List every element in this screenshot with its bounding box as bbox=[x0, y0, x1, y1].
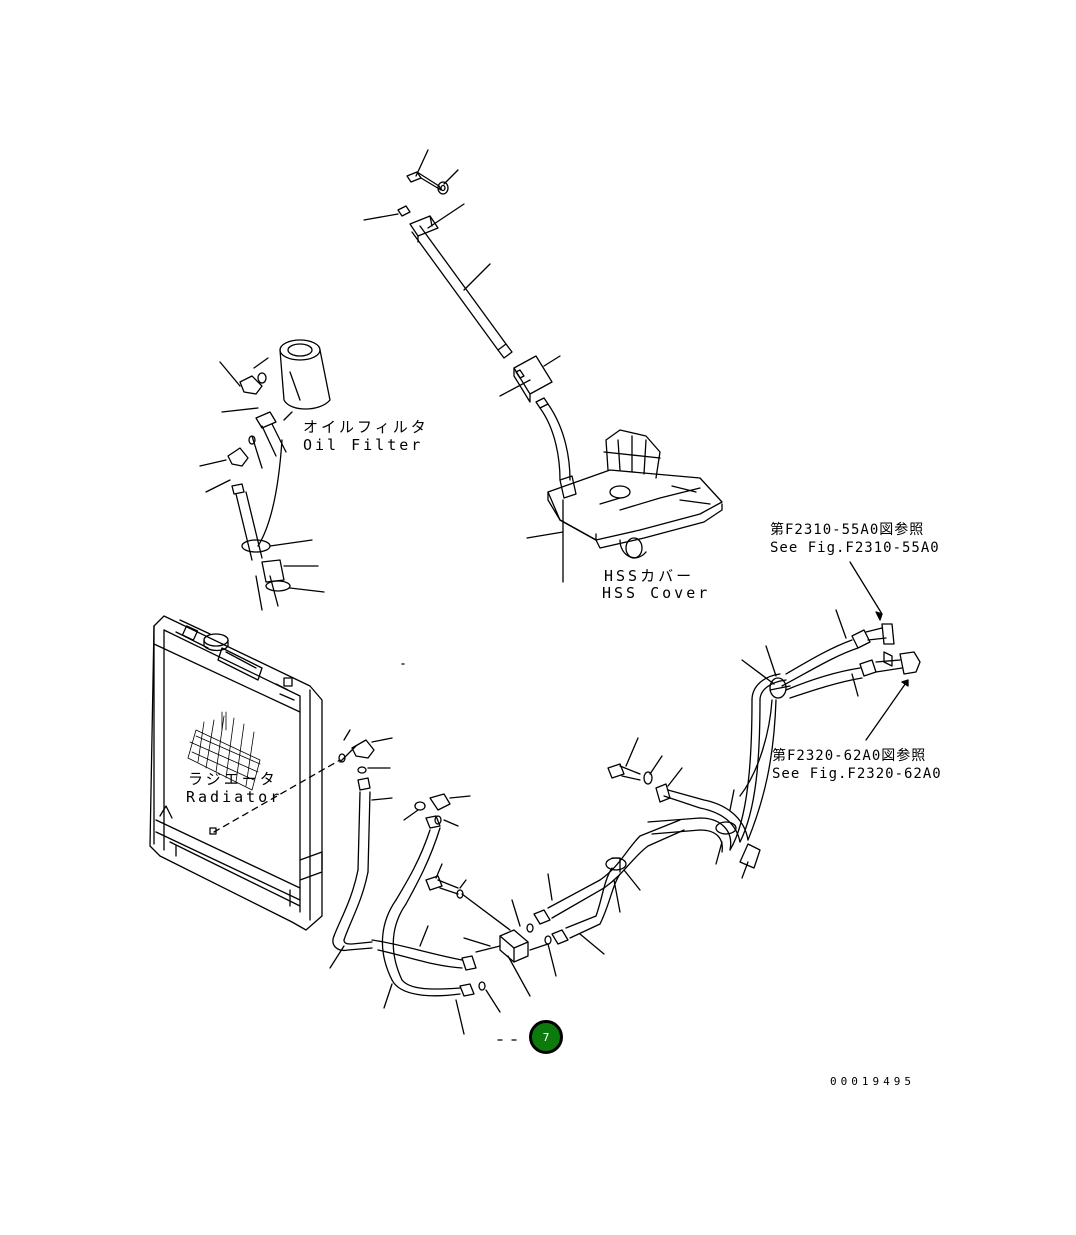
reference-1-en: See Fig.F2310-55A0 bbox=[770, 540, 940, 556]
reference-2-en: See Fig.F2320-62A0 bbox=[772, 766, 942, 782]
reference-1-jp: 第F2310-55A0図参照 bbox=[770, 522, 925, 538]
drawing-number: 00019495 bbox=[830, 1075, 915, 1088]
right-hoses bbox=[533, 561, 921, 955]
radiator-label-jp: ラジエータ bbox=[188, 770, 278, 788]
oil-filter-label-jp: オイルフィルタ bbox=[303, 418, 429, 436]
radiator-label-en: Radiator bbox=[186, 788, 283, 806]
top-tube-assembly bbox=[363, 149, 571, 481]
hss-cover-label-en: HSS Cover bbox=[602, 584, 711, 602]
hss-cover-label-jp: HSSカバー bbox=[604, 567, 695, 585]
callout-7[interactable]: 7 bbox=[529, 1020, 563, 1054]
hss-cover bbox=[526, 429, 723, 583]
lower-hoses bbox=[329, 729, 557, 1041]
oil-filter-assembly bbox=[199, 339, 331, 611]
radiator bbox=[149, 615, 357, 931]
oil-filter-label-en: Oil Filter bbox=[303, 436, 424, 454]
reference-2-jp: 第F2320-62A0図参照 bbox=[772, 748, 927, 764]
